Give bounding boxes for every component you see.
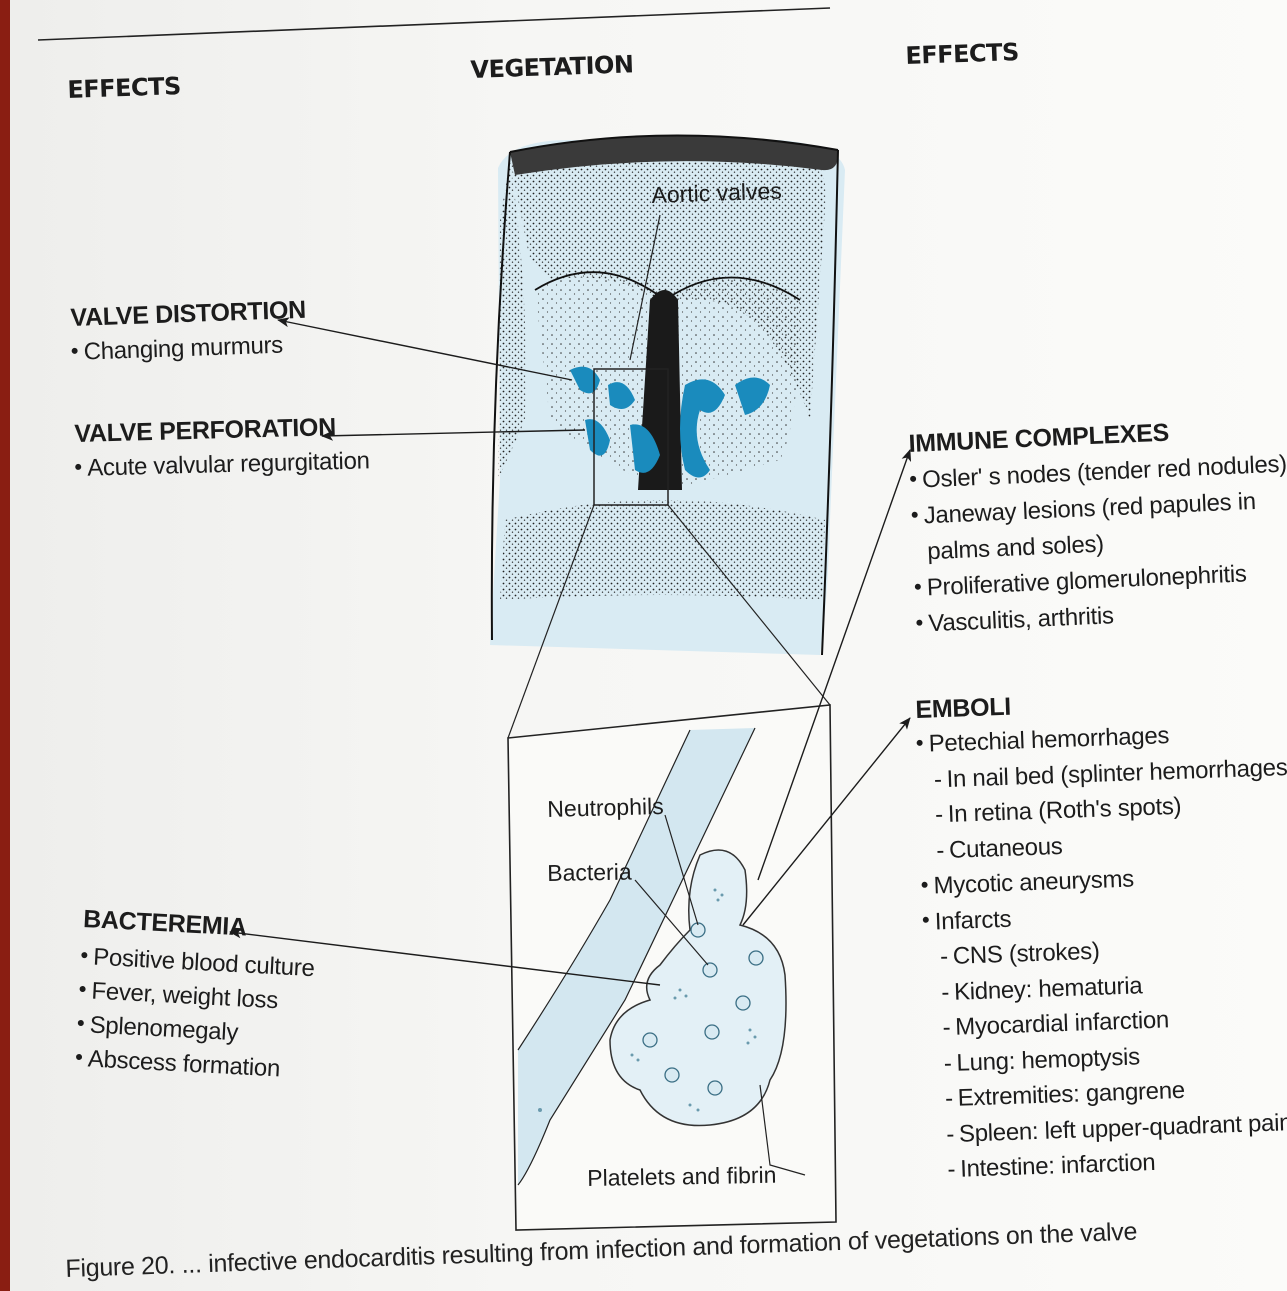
valve-distortion-group: VALVE DISTORTION Changing murmurs: [70, 296, 308, 367]
top-rule: [38, 8, 830, 40]
vegetation-inset: [508, 705, 836, 1230]
valve-perforation-group: VALVE PERFORATION Acute valvular regurgi…: [74, 412, 370, 483]
immune-complexes-group: IMMUNE COMPLEXES Osler' s nodes (tender …: [908, 414, 1287, 643]
aorta-illustration: [490, 135, 845, 655]
effects-right-header: EFFECTS: [905, 38, 1019, 70]
bacteremia-group: BACTEREMIA Positive blood culture Fever,…: [75, 905, 317, 1088]
emboli-group: EMBOLI Petechial hemorrhages-In nail bed…: [915, 683, 1287, 1188]
bacteria-label: Bacteria: [547, 859, 632, 887]
textbook-page: EFFECTS VEGETATION EFFECTS VALVE DISTORT…: [10, 0, 1287, 1291]
emboli-list: Petechial hemorrhages-In nail bed (splin…: [916, 714, 1287, 1188]
vegetation-header: VEGETATION: [470, 50, 634, 84]
neutrophils-label: Neutrophils: [547, 793, 664, 823]
platelets-fibrin-label: Platelets and fibrin: [587, 1162, 777, 1192]
effects-left-header: EFFECTS: [67, 72, 181, 104]
aortic-valves-label: Aortic valves: [651, 177, 782, 209]
